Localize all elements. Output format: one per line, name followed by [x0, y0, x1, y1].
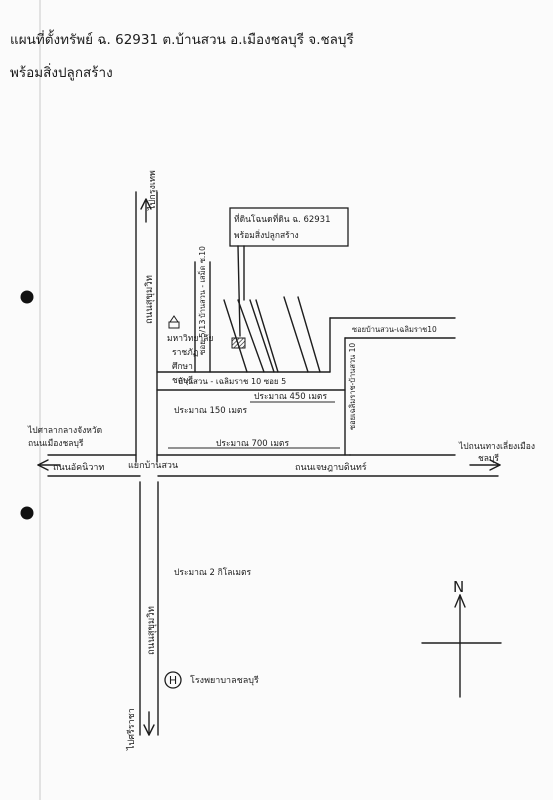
direction-to-city-hall-1: ไปศาลากลางจังหวัด: [27, 425, 102, 436]
direction-to-bangkok: ไปกรุงเทพ: [147, 170, 158, 211]
hospital-symbol: H: [169, 674, 177, 687]
property-label-line2: พร้อมสิ่งปลูกสร้าง: [234, 229, 299, 241]
university-label-1: มหาวิทยาลัย: [167, 334, 213, 344]
map-subtitle: พร้อมสิ่งปลูกสร้าง: [10, 63, 113, 81]
distance-150m: ประมาณ 150 เมตร: [174, 406, 247, 416]
direction-to-sriracha: ไปศรีราชา: [126, 708, 137, 751]
hospital-label: โรงพยาบาลชลบุรี: [190, 675, 259, 686]
road-label-kathiwat: ถนนอัคนิวาท: [53, 462, 104, 473]
property-marker: [229, 207, 349, 349]
hospital-icon: [164, 671, 182, 689]
right-vertical-soi: [329, 317, 456, 456]
north-label: N: [453, 578, 464, 596]
soi-5-13-road: [194, 261, 211, 373]
soi-5-road: [156, 371, 346, 391]
punch-hole-top: [20, 290, 34, 304]
road-label-sukhumvit-lower: ถนนสุขุมวิท: [146, 606, 157, 655]
university-icon: [168, 315, 180, 329]
property-parcel: [231, 337, 246, 349]
direction-to-city-hall-2: ถนนเมืองชลบุรี: [28, 438, 84, 449]
road-label-soi-10-side: บ้านสวน - เสม็ด ซ.10: [197, 246, 207, 318]
junction-label: แยกบ้านสวน: [128, 460, 178, 471]
road-label-soi-vertical-right: ซอยเฉลิมราช-บ้านสวน 10: [348, 343, 357, 430]
punch-hole-bottom: [20, 506, 34, 520]
map-title: แผนที่ตั้งทรัพย์ ฉ. 62931 ต.บ้านสวน อ.เม…: [10, 29, 354, 48]
road-label-sukhumvit-upper: ถนนสุขุมวิท: [144, 275, 155, 324]
road-label-soi-5: บ้านสวน - เฉลิมราช 10 ซอย 5: [178, 377, 286, 386]
arrow-to-city-hall: [37, 459, 61, 471]
north-arrow-icon: [421, 594, 502, 698]
arrow-to-ban-bueng: [469, 459, 501, 471]
distance-700m: ประมาณ 700 เมตร: [216, 439, 289, 449]
university-label-4: ชลบุรี: [172, 375, 193, 386]
road-label-chetsadabodin: ถนนเจษฎาบดินทร์: [295, 461, 367, 473]
direction-to-ban-bueng-1: ไปถนนทางเลี่ยงเมือง: [458, 440, 535, 452]
main-east-west-road: [47, 454, 499, 477]
distance-450m: ประมาณ 450 เมตร: [254, 392, 327, 402]
property-label-line1: ที่ดินโฉนดที่ดิน ฉ. 62931: [234, 213, 331, 225]
distance-2km: ประมาณ 2 กิโลเมตร: [174, 567, 252, 578]
sukhumvit-road: [135, 191, 159, 736]
road-label-soi-north-east: ซอยบ้านสวน-เฉลิมราช10: [352, 325, 437, 334]
arrow-to-bangkok: [140, 198, 152, 223]
university-label-2: ราชภัฏ: [172, 348, 199, 358]
arrow-to-sriracha: [143, 711, 155, 736]
road-label-soi-5-13: ซอย 5/13: [198, 320, 207, 355]
direction-to-ban-bueng-2: ชลบุรี: [478, 453, 499, 464]
diagonal-sois: [223, 296, 321, 373]
university-label-3: ศึกษา: [172, 362, 193, 372]
